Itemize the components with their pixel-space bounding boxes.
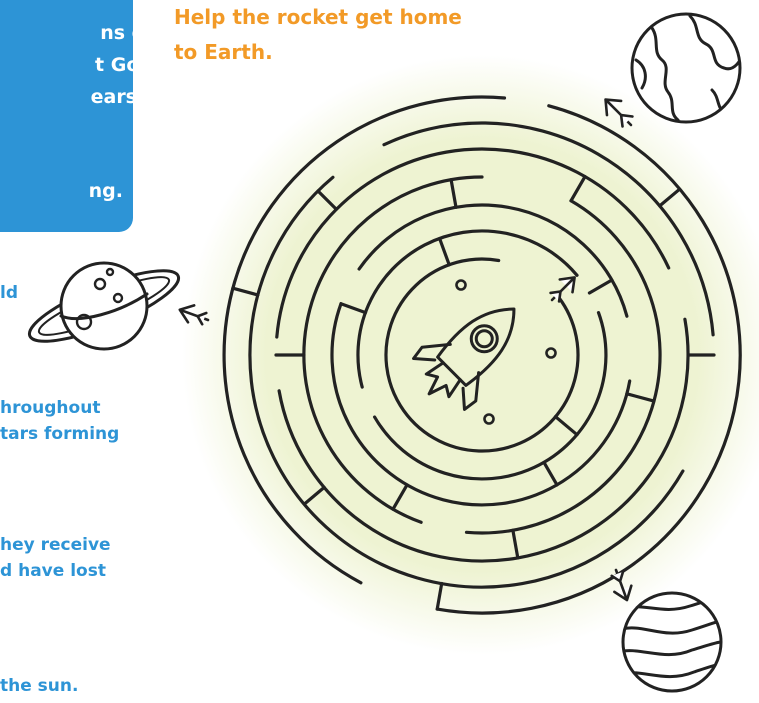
- rocket-icon: [412, 307, 516, 411]
- arrow-icon: [178, 98, 634, 602]
- info-text-line-2: t God: [95, 54, 153, 76]
- maze-wall: [542, 460, 559, 487]
- maze-wall: [356, 229, 579, 389]
- maze-wall: [658, 187, 682, 208]
- maze-wall: [330, 302, 632, 507]
- text-fragment-5: d have lost: [0, 561, 106, 581]
- maze-wall: [435, 581, 444, 611]
- maze-wall: [231, 286, 260, 297]
- maze-wall: [382, 121, 715, 337]
- info-text-line-3: ears: [90, 86, 137, 108]
- maze-wall: [222, 95, 507, 585]
- striped-planet-icon: [621, 591, 723, 693]
- text-fragment-6: the sun.: [0, 676, 79, 696]
- maze-wall: [357, 203, 629, 318]
- maze-wall: [384, 257, 580, 453]
- star-dots: [455, 279, 557, 425]
- maze-wall: [569, 175, 587, 203]
- maze-wall: [449, 178, 458, 209]
- maze-wall: [511, 528, 520, 560]
- text-fragment-1: ld: [0, 283, 18, 303]
- text-fragment-3: tars forming: [0, 424, 120, 444]
- instruction-line-1: Help the rocket get home: [174, 5, 462, 29]
- planet-earth-icon: [630, 12, 742, 124]
- maze-wall: [316, 189, 338, 211]
- maze-glow: [182, 55, 759, 655]
- maze-wall: [464, 199, 662, 535]
- text-fragment-2: hroughout: [0, 398, 101, 418]
- maze-wall: [302, 175, 484, 524]
- maze-wall: [435, 104, 742, 615]
- info-text-line-4: ng.: [88, 180, 123, 202]
- maze-wall: [587, 278, 614, 295]
- ringed-planet-icon: [27, 261, 181, 351]
- maze: [222, 95, 742, 615]
- maze-wall: [275, 147, 671, 339]
- maze-wall: [373, 311, 608, 481]
- maze-wall: [391, 483, 409, 511]
- instruction-line-2: to Earth.: [174, 40, 273, 64]
- text-fragment-4: hey receive: [0, 535, 111, 555]
- maze-wall: [302, 485, 326, 506]
- maze-wall: [339, 302, 368, 315]
- info-box: ns of t God ears ng.: [0, 0, 153, 232]
- maze-wall: [625, 392, 656, 403]
- info-text-line-1: ns of: [100, 22, 153, 44]
- maze-wall: [438, 236, 451, 267]
- maze-wall: [248, 175, 685, 589]
- maze-wall: [553, 415, 579, 437]
